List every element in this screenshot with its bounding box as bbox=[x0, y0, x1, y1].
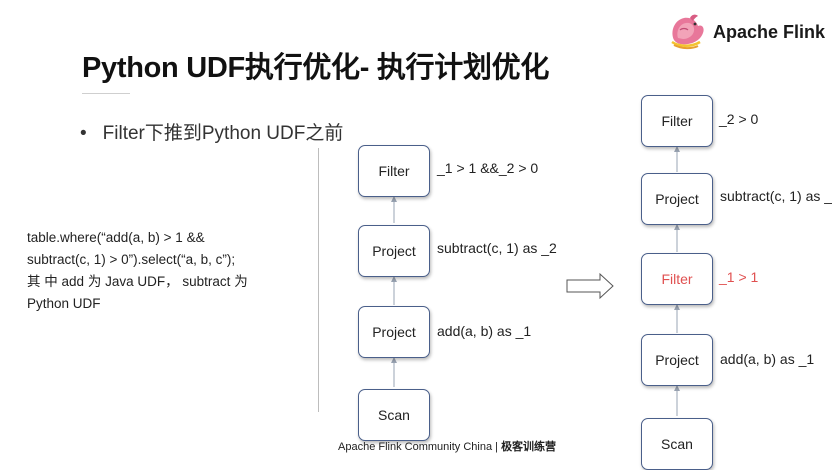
code-line-2: subtract(c, 1) > 0”).select(“a, b, c”); bbox=[27, 252, 236, 267]
desc-token: 为 bbox=[87, 274, 102, 289]
code-description: table.where(“add(a, b) > 1 && subtract(c… bbox=[27, 227, 279, 315]
left-plan-note-filter: _1 > 1 &&_2 > 0 bbox=[437, 160, 539, 176]
vertical-divider bbox=[318, 148, 319, 412]
desc-token: 其 bbox=[27, 274, 41, 289]
desc-token: 中 bbox=[44, 274, 58, 289]
desc-token: UDF， bbox=[137, 274, 179, 289]
code-line-3: 其 中 add 为 Java UDF， subtract 为 bbox=[27, 271, 279, 293]
right-plan-note-filter-pushed: _1 > 1 bbox=[719, 269, 759, 285]
right-plan-node-project-add: Project bbox=[641, 334, 713, 386]
code-token: b) bbox=[147, 230, 160, 245]
desc-token: add bbox=[61, 274, 85, 289]
bullet-point: • Filter下推到Python UDF之前 bbox=[80, 118, 343, 145]
slide-title: Python UDF执行优化- 执行计划优化 bbox=[82, 52, 550, 84]
code-token: 1 bbox=[175, 230, 183, 245]
code-token: && bbox=[186, 230, 205, 245]
desc-token: 为 bbox=[234, 274, 248, 289]
desc-token: subtract bbox=[182, 274, 231, 289]
footer-text: Apache Flink Community China bbox=[338, 441, 493, 453]
left-plan-note-project-add: add(a, b) as _1 bbox=[437, 323, 532, 339]
footer-bold-text: 极客训练营 bbox=[501, 441, 557, 453]
left-plan-node-project-subtract: Project bbox=[358, 225, 430, 277]
right-plan-node-filter-pushed: Filter bbox=[641, 253, 713, 305]
code-line-4: Python UDF bbox=[27, 296, 101, 311]
code-token: > bbox=[163, 230, 172, 245]
bullet-text: Filter下推到Python UDF之前 bbox=[102, 123, 344, 144]
right-plan-note-project-subtract: subtract(c, 1) as _ bbox=[720, 188, 832, 204]
left-plan-node-project-add: Project bbox=[358, 306, 430, 358]
slide-footer: Apache Flink Community China | 极客训练营 bbox=[338, 438, 556, 454]
left-plan-node-scan: Scan bbox=[358, 389, 430, 441]
right-plan-node-project-subtract: Project bbox=[641, 173, 713, 225]
flink-squirrel-icon bbox=[671, 14, 704, 50]
right-plan-note-project-add: add(a, b) as _1 bbox=[720, 351, 815, 367]
left-plan-node-filter: Filter bbox=[358, 145, 430, 197]
apache-flink-logo: Apache Flink bbox=[668, 12, 828, 52]
right-plan-note-filter-top: _2 > 0 bbox=[719, 111, 759, 127]
right-plan-node-scan: Scan bbox=[641, 418, 713, 470]
code-token: table.where(“add(a, bbox=[27, 230, 145, 245]
desc-token: Java bbox=[105, 274, 134, 289]
logo-text: Apache Flink bbox=[713, 22, 826, 42]
title-underline bbox=[82, 93, 130, 94]
code-line-1: table.where(“add(a, b) > 1 && bbox=[27, 227, 279, 249]
footer-separator: | bbox=[495, 441, 498, 453]
bullet-marker: • bbox=[80, 123, 87, 144]
right-plan-node-filter-top: Filter bbox=[641, 95, 713, 147]
left-plan-note-project-subtract: subtract(c, 1) as _2 bbox=[437, 240, 557, 256]
transform-arrow-icon bbox=[566, 272, 614, 300]
